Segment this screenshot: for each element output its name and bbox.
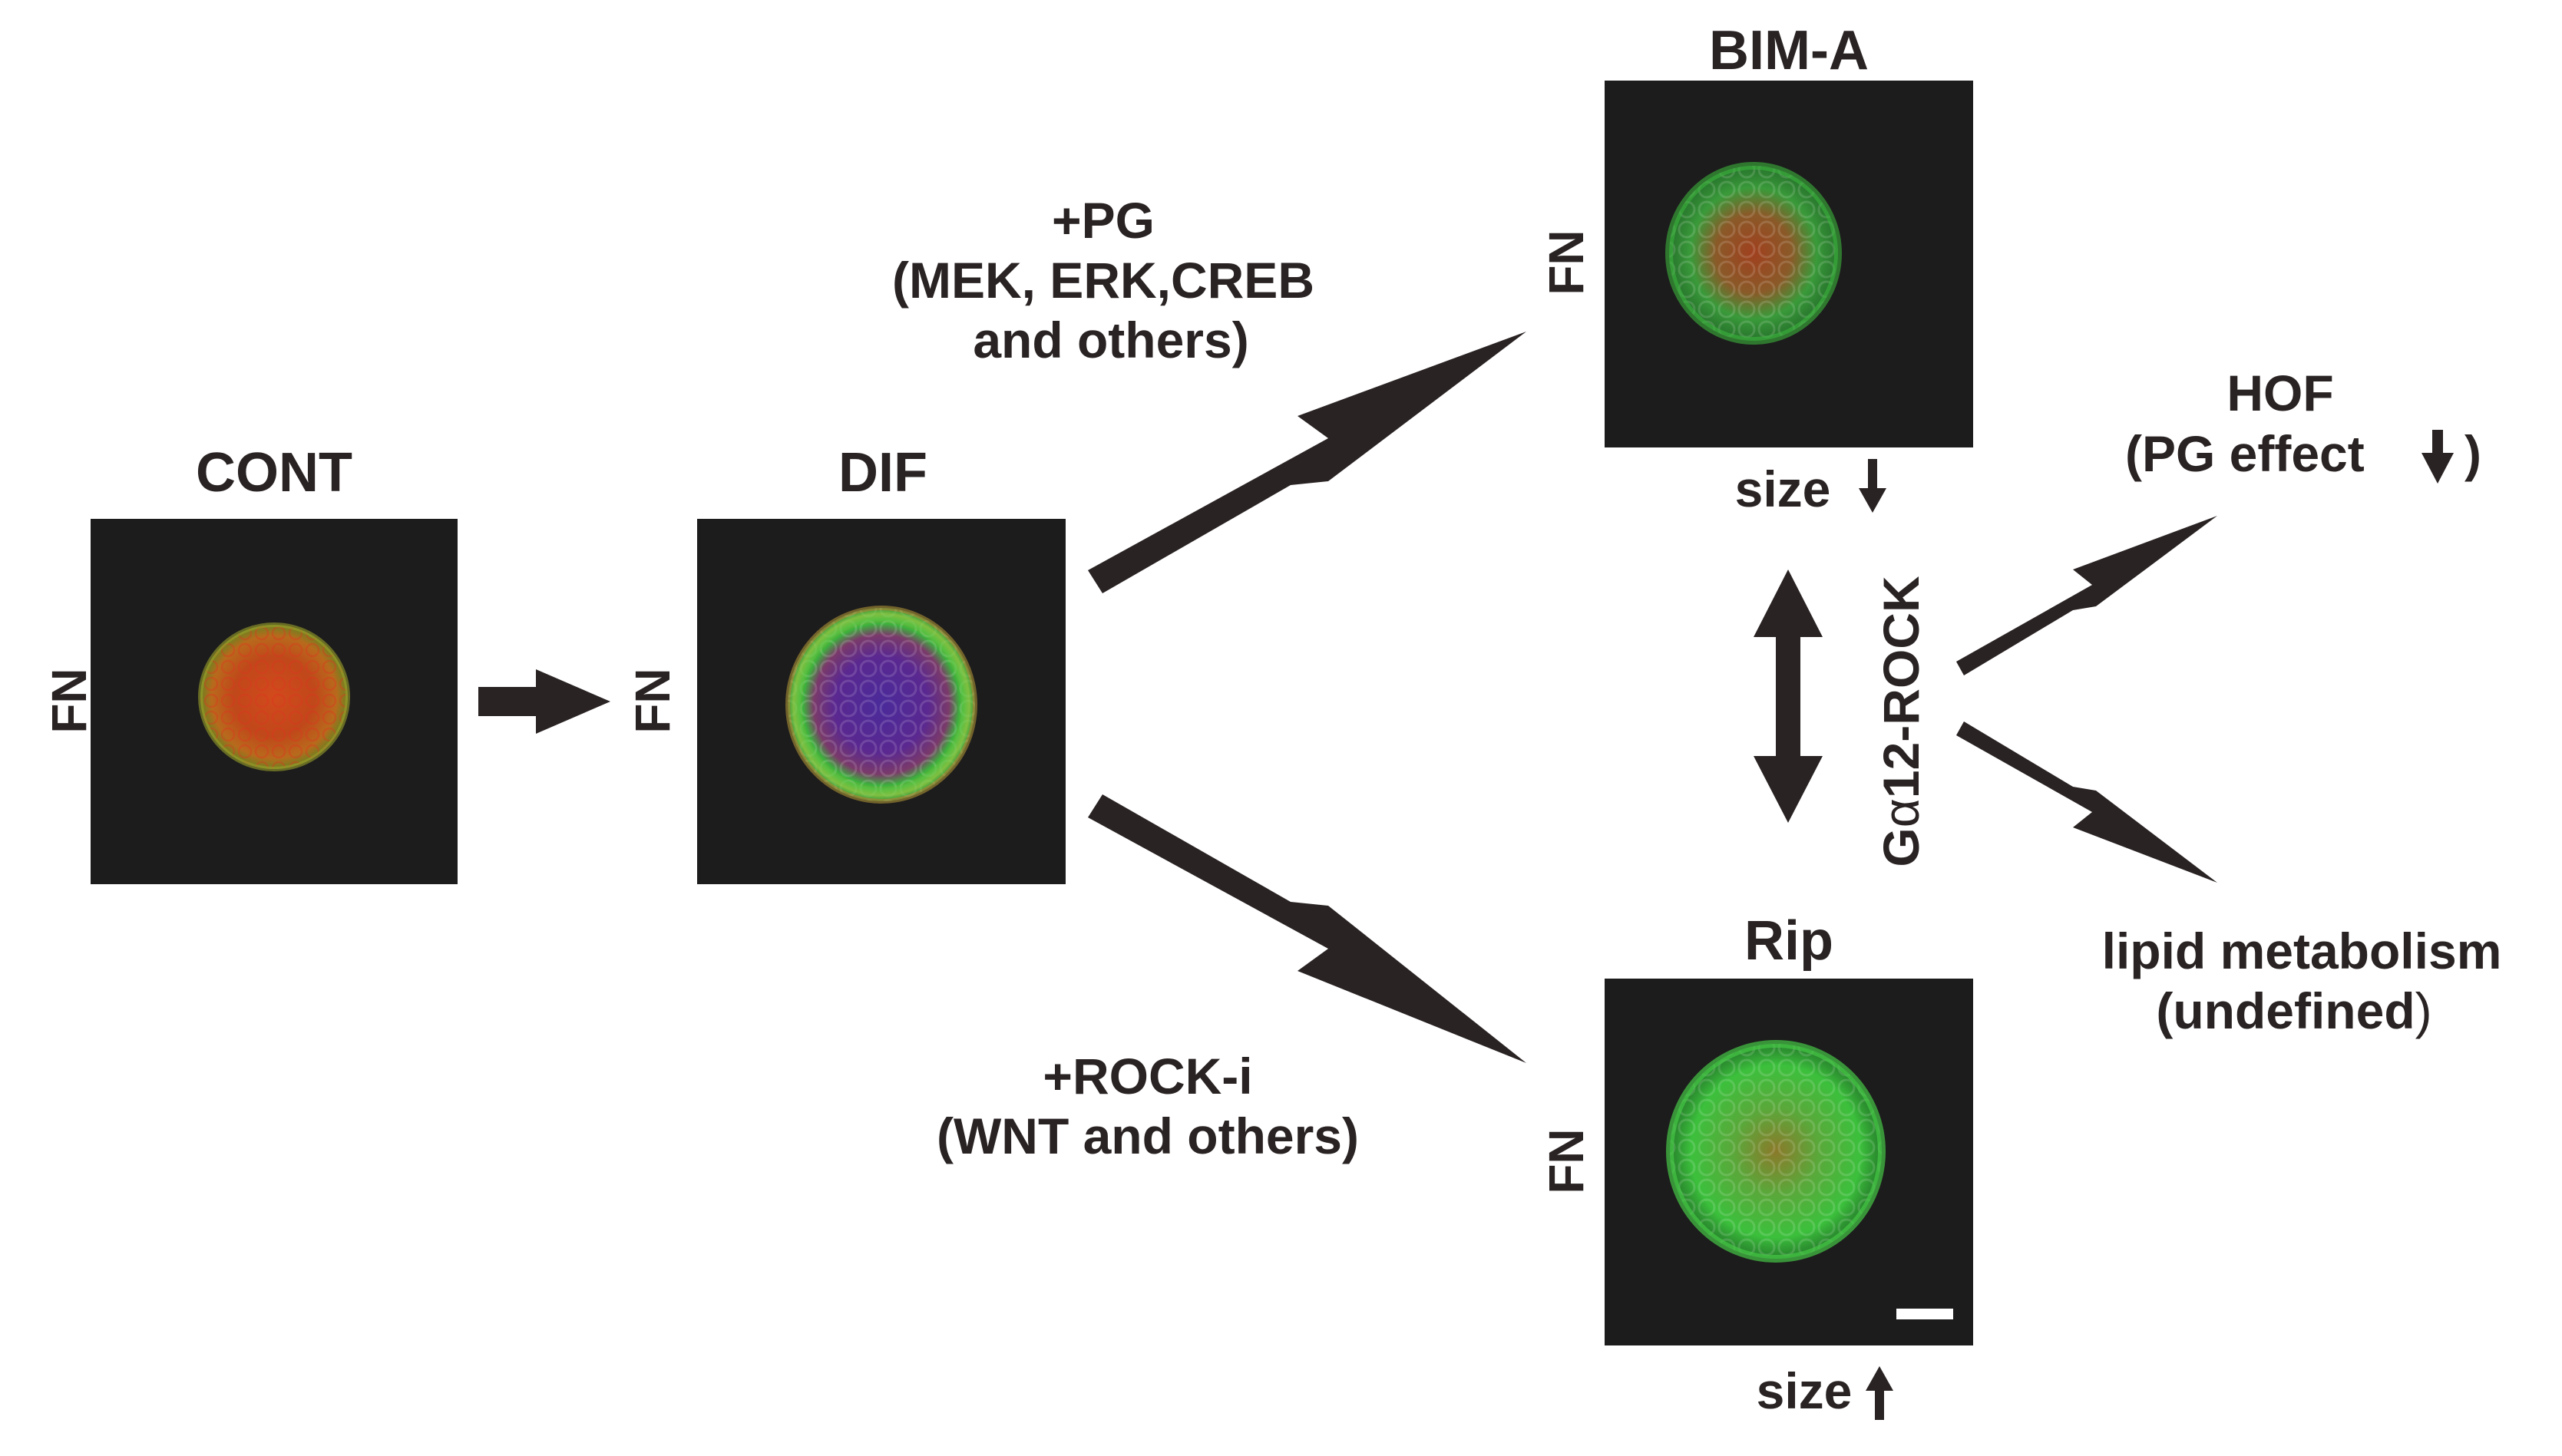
down-arrow-icon bbox=[1859, 459, 1886, 513]
up-arrow-icon bbox=[1866, 1366, 1893, 1420]
arrow-to-hof bbox=[1956, 516, 2217, 675]
size-label-bima: size bbox=[1735, 461, 1831, 517]
panel-rip: Rip FN size bbox=[1539, 910, 1973, 1420]
spheroid-rip bbox=[1666, 1040, 1886, 1263]
upper-branch-line1: +PG bbox=[1052, 192, 1155, 249]
lipid-label: lipid metabolism (undefined) bbox=[2102, 923, 2502, 1039]
marker-label-rip: FN bbox=[1539, 1128, 1594, 1194]
upper-branch-label: +PG (MEK, ERK,CREB and others) bbox=[892, 192, 1314, 368]
lower-branch-label: +ROCK-i (WNT and others) bbox=[937, 1048, 1359, 1164]
panel-title-cont: CONT bbox=[196, 442, 352, 503]
panel-bima: BIM-A FN size bbox=[1539, 20, 1973, 517]
panel-cont: CONT FN bbox=[41, 442, 458, 884]
spheroid-bima bbox=[1665, 162, 1842, 345]
panel-dif: DIF FN bbox=[625, 442, 1066, 884]
panel-title-dif: DIF bbox=[838, 442, 927, 503]
lipid-line1: lipid metabolism bbox=[2102, 923, 2502, 979]
lipid-line2: (undefined) bbox=[2156, 982, 2431, 1039]
panel-title-rip: Rip bbox=[1744, 910, 1833, 972]
double-headed-arrow-icon bbox=[1754, 570, 1823, 823]
spheroid-cont bbox=[198, 622, 350, 771]
lower-branch-line1: +ROCK-i bbox=[1043, 1048, 1252, 1104]
down-arrow-icon bbox=[2422, 430, 2454, 484]
marker-label-cont: FN bbox=[41, 668, 97, 733]
arrow-to-lipid bbox=[1956, 721, 2217, 883]
marker-label-bima: FN bbox=[1539, 229, 1594, 295]
lower-branch-line2: (WNT and others) bbox=[937, 1108, 1359, 1164]
arrow-dif-to-bima bbox=[1088, 332, 1526, 593]
marker-label-dif: FN bbox=[625, 668, 680, 733]
arrow-dif-to-rip bbox=[1088, 794, 1526, 1063]
scale-bar bbox=[1896, 1309, 1953, 1319]
pathway-label: Gα12-ROCK bbox=[1873, 576, 1929, 867]
hof-label: HOF (PG effect ) bbox=[2125, 365, 2481, 484]
panel-title-bima: BIM-A bbox=[1709, 20, 1869, 81]
hof-line2: (PG effect bbox=[2125, 425, 2365, 482]
size-label-rip: size bbox=[1757, 1362, 1853, 1419]
spheroid-dif bbox=[785, 606, 977, 804]
upper-branch-line2: (MEK, ERK,CREB bbox=[892, 252, 1314, 309]
hof-line1: HOF bbox=[2226, 365, 2333, 421]
arrow-cont-to-dif bbox=[478, 669, 610, 734]
hof-closing-paren: ) bbox=[2464, 425, 2481, 482]
upper-branch-line3: and others) bbox=[973, 312, 1248, 368]
